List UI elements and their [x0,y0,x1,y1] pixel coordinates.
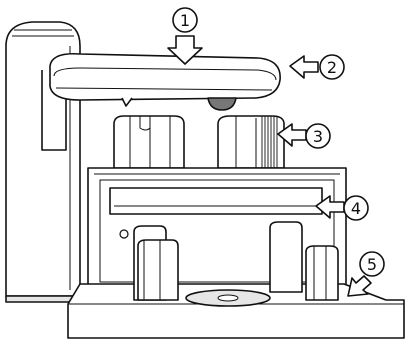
left-spindle [114,116,184,168]
callout-5: 5 [348,252,384,296]
arrow-down-left-icon [348,276,371,296]
disc-spindles [114,116,284,168]
callout-2: 2 [290,55,344,79]
callout-number: 2 [327,58,337,77]
arrow-left-icon [290,56,318,78]
callout-number: 3 [313,127,323,146]
drive-eject-button [120,230,128,238]
callout-number: 5 [367,255,377,274]
callout-number: 1 [180,11,190,30]
right-spindle [218,116,284,168]
callout-3: 3 [278,124,330,148]
drive-tray-slot [110,188,322,214]
callout-number: 4 [351,199,361,218]
